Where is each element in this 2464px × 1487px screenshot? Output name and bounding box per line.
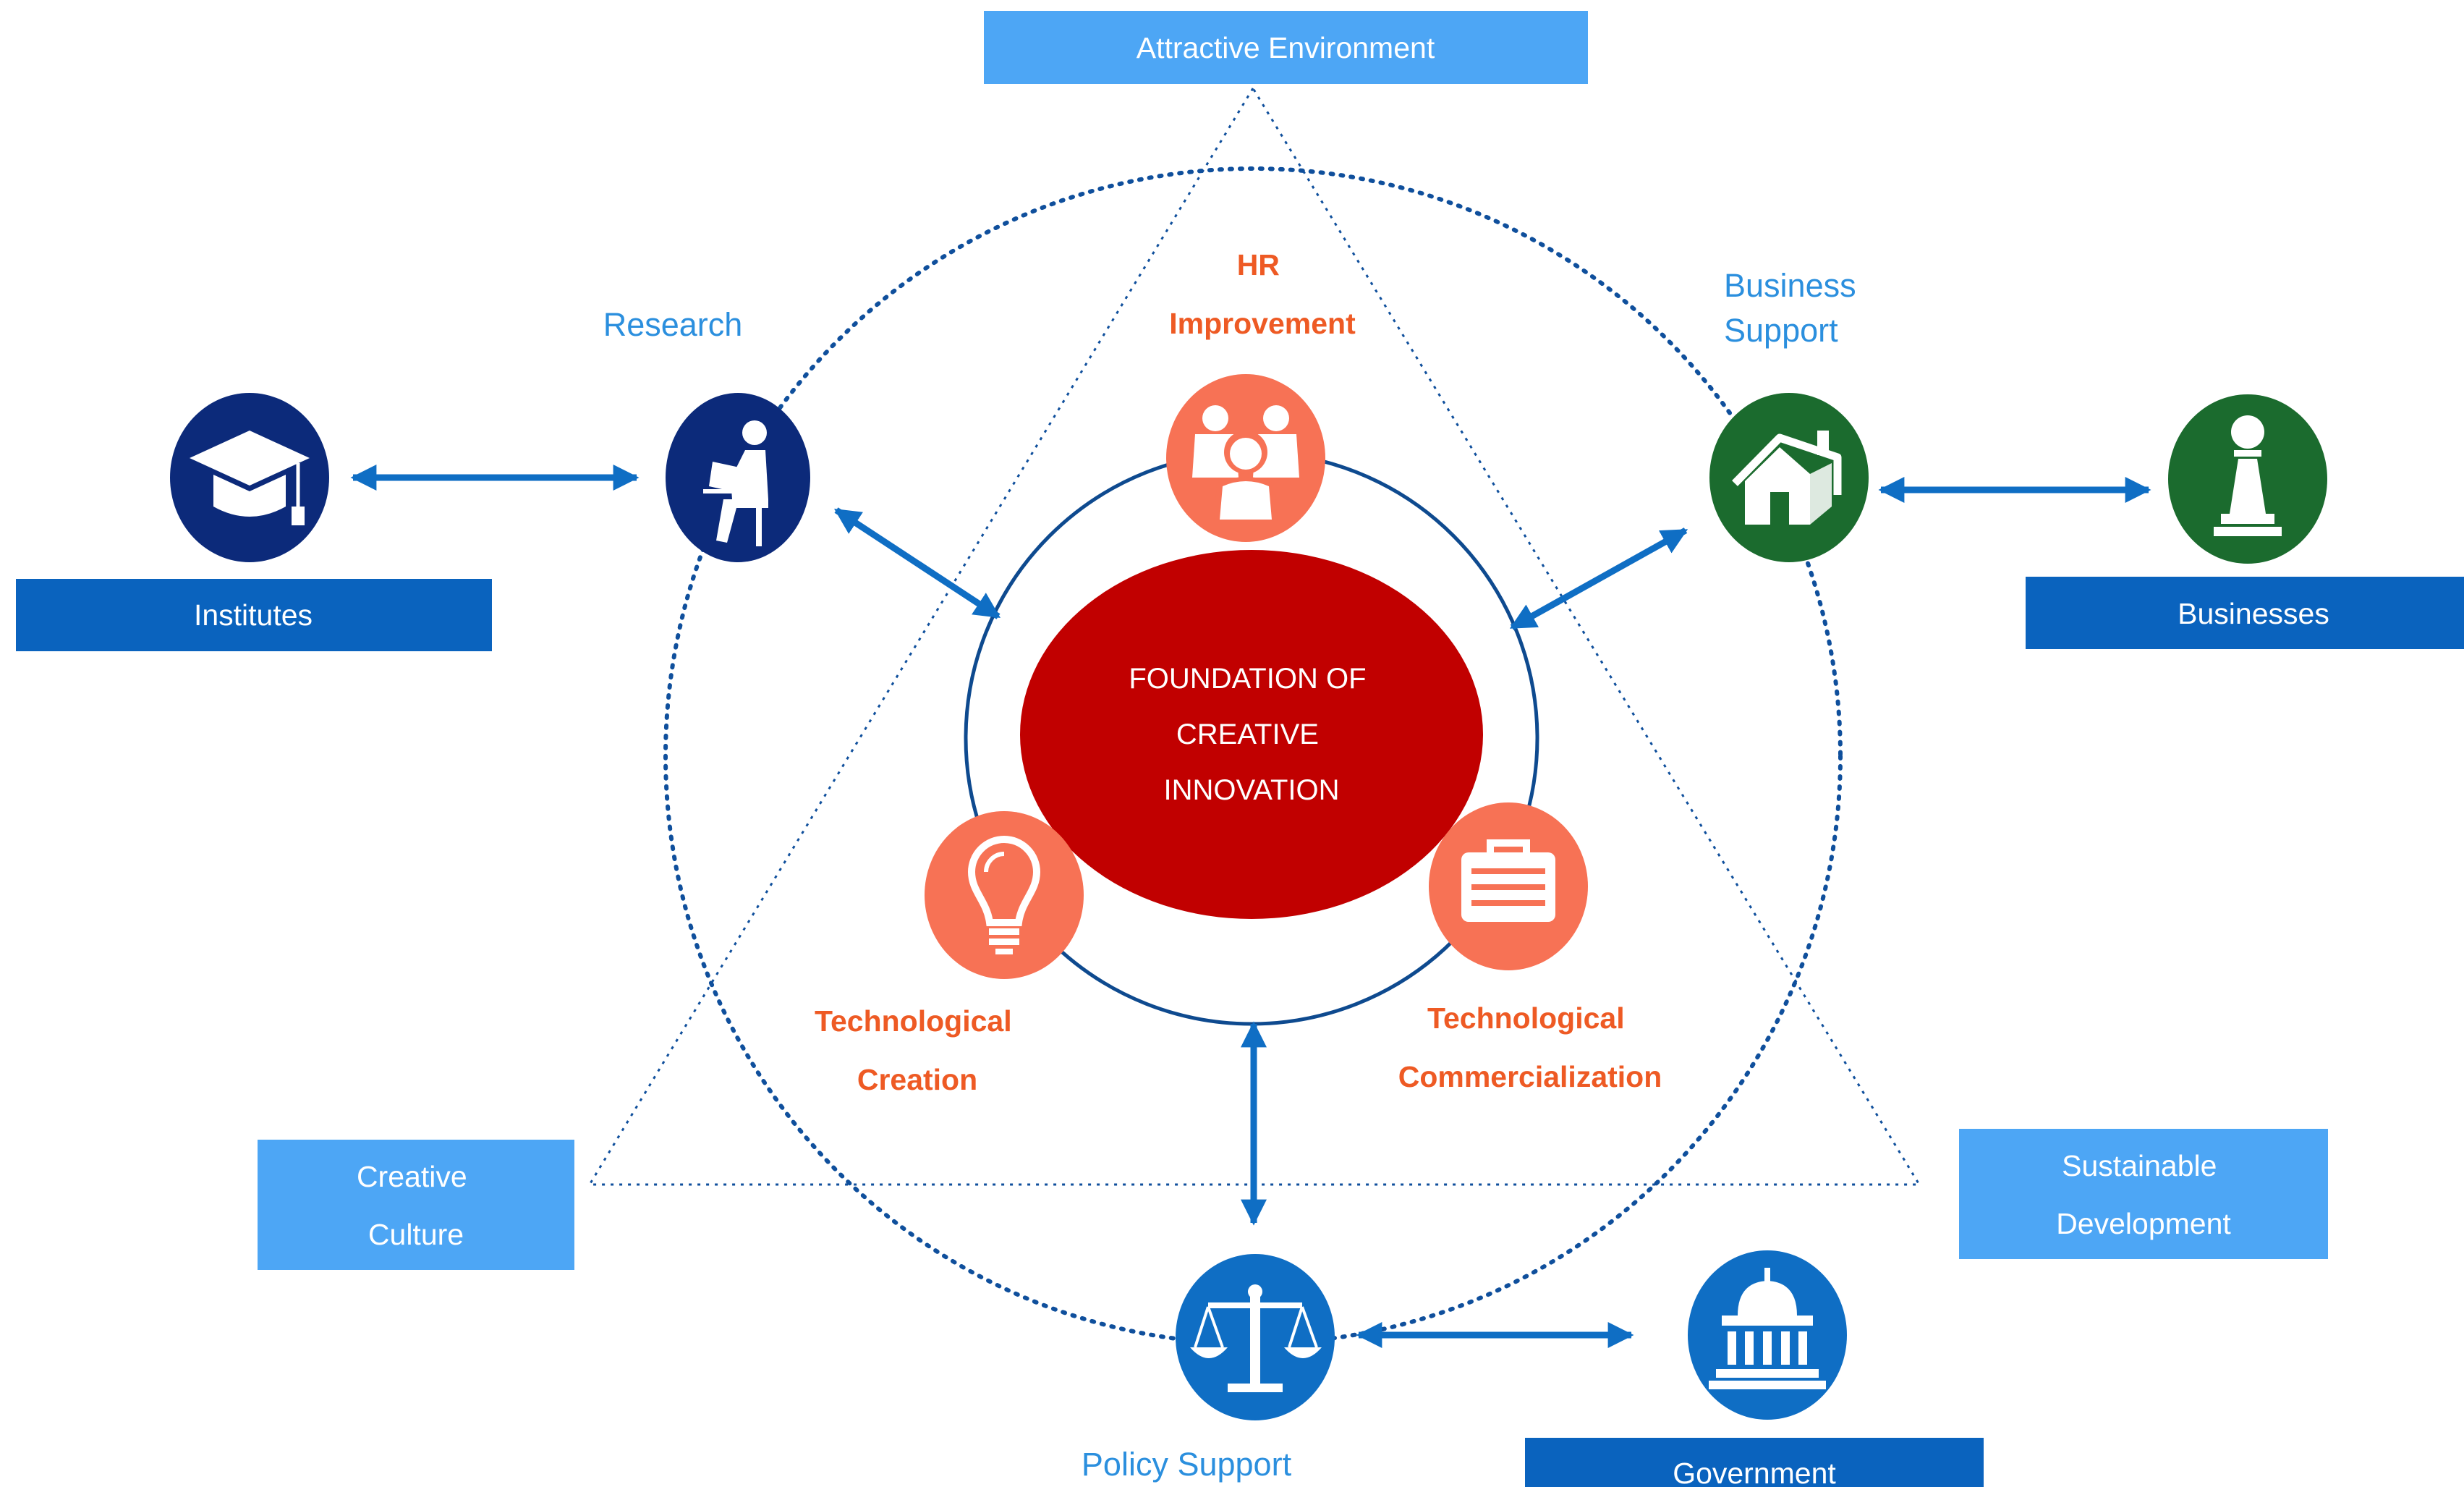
svg-text:HR Improvement: HR Improvement [1169, 248, 1356, 340]
research-label: Research [603, 306, 743, 343]
foundation-ellipse [1020, 550, 1483, 919]
svg-text:Business Support: Business Support [1724, 267, 1865, 349]
business-support-line-1: Business [1724, 267, 1856, 304]
attractive-environment-box [984, 11, 1588, 84]
institutes-label: Institutes [194, 598, 313, 632]
svg-text:Sustainable Development: Sustainable Development [2056, 1149, 2231, 1240]
briefcase-icon [1429, 802, 1588, 970]
center-line-1: FOUNDATION OF [1129, 663, 1366, 695]
capitol-building-icon [1688, 1250, 1847, 1420]
person-at-laptop-icon [666, 393, 810, 562]
svg-text:Creative Culture: Creative Culture [357, 1160, 475, 1251]
tech-commercialization-line-2: Commercialization [1398, 1060, 1662, 1093]
sustainable-development-line-1: Sustainable [2062, 1149, 2217, 1182]
sustainable-development-line-2: Development [2056, 1207, 2231, 1240]
svg-text:Technological Commercializ: Technological Commercialization [1398, 1001, 1662, 1093]
attractive-environment-label: Attractive Environment [1137, 31, 1435, 64]
institutes-box [16, 579, 492, 651]
center-line-2: CREATIVE [1176, 719, 1319, 750]
business-support-line-2: Support [1724, 312, 1838, 349]
tech-creation-line-1: Technological [815, 1004, 1012, 1038]
policy-support-label: Policy Support [1082, 1446, 1292, 1483]
arrow-business-center [1509, 528, 1688, 630]
svg-text:FOUNDATION OF CREATIVE: FOUNDATION OF CREATIVE INNOVATION [1129, 663, 1374, 806]
tech-creation-line-2: Creation [857, 1063, 977, 1096]
chess-pawn-icon [2168, 394, 2327, 564]
government-box [1525, 1438, 1984, 1487]
hr-line-1: HR [1237, 248, 1280, 281]
scales-icon [1176, 1254, 1335, 1420]
creative-culture-line-1: Creative [357, 1160, 467, 1193]
team-people-icon [1166, 374, 1325, 542]
lightbulb-icon [925, 811, 1084, 979]
businesses-label: Businesses [2178, 597, 2329, 630]
government-label: Government [1673, 1457, 1836, 1487]
svg-text:Technological Creation: Technological Creation [815, 1004, 1020, 1096]
house-icon [1709, 393, 1869, 562]
graduation-cap-icon [170, 393, 329, 562]
businesses-box [2026, 577, 2464, 649]
sustainable-development-box [1959, 1129, 2328, 1259]
tech-commercialization-line-1: Technological [1427, 1001, 1625, 1035]
center-line-3: INNOVATION [1164, 774, 1340, 806]
hr-line-2: Improvement [1169, 307, 1356, 340]
creative-culture-box [258, 1140, 574, 1270]
arrow-research-center [833, 507, 1001, 619]
creative-culture-line-2: Culture [368, 1218, 464, 1251]
